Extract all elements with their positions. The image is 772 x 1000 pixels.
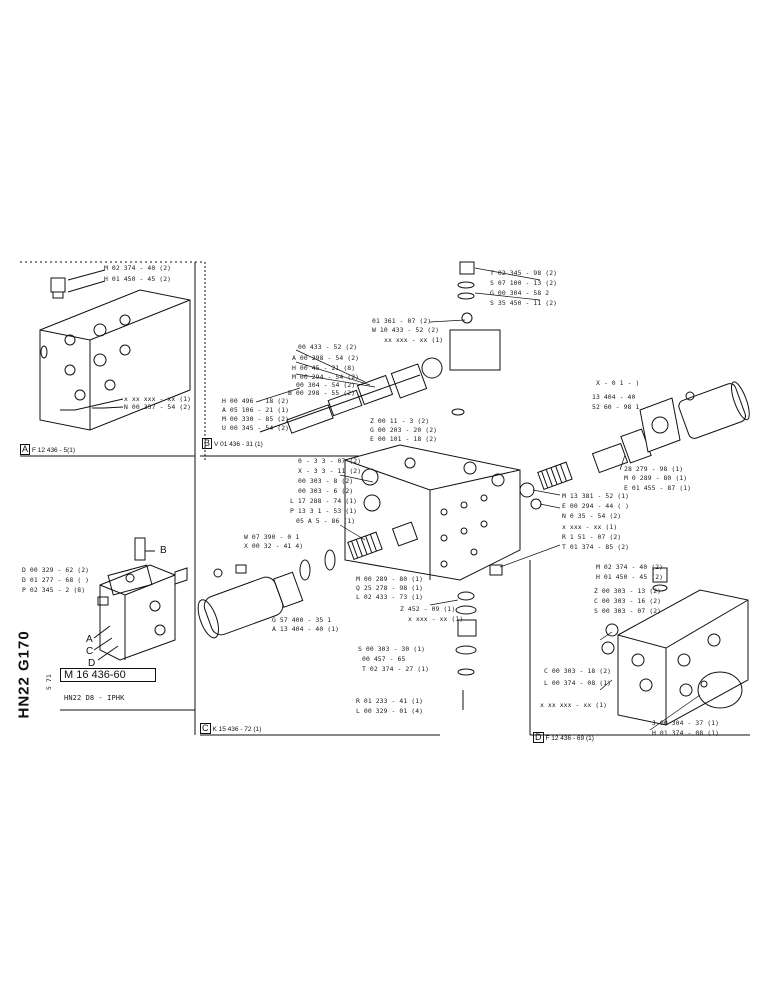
callout: C 00 303 - 18 (2) — [544, 667, 612, 675]
panel-a-block — [39, 269, 191, 431]
callout: X 00 32 - 41 4) — [244, 542, 304, 550]
callout: R 01 233 - 41 (1) — [356, 697, 424, 705]
callout: M 00 294 - 54 (2) — [292, 373, 360, 381]
callout: x xx xxx - xx (1) — [124, 395, 192, 403]
callout: M 00 330 - 85 (2) — [222, 415, 290, 423]
callout: B 00 298 - 55 (2) — [288, 389, 356, 397]
subtitle: HN22 D8 - IPHK — [64, 694, 125, 702]
callout: H 00 496 - 18 (2) — [222, 397, 290, 405]
callout: E 00 294 - 44 ( ) — [562, 502, 630, 510]
callout: T 02 345 - 98 (2) — [490, 269, 558, 277]
callout: M 00 289 - 80 (1) — [356, 575, 424, 583]
callout: S 00 303 - 07 (2) — [594, 607, 662, 615]
callout: L 00 374 - 08 (1) — [544, 679, 612, 687]
callout: G 00 203 - 20 (2) — [370, 426, 438, 434]
panel-c-main-body — [197, 261, 750, 710]
callout: T 01 374 - 85 (2) — [562, 543, 630, 551]
callout: 52 60 - 98 1 — [592, 403, 640, 411]
callout: W 10 433 - 52 (2) — [372, 326, 440, 334]
callout: x xxx - xx (1) — [562, 523, 618, 531]
callout: L 02 433 - 73 (1) — [356, 593, 424, 601]
callout: R 1 51 - 07 (2) — [562, 533, 622, 541]
callout: E 01 455 - 87 (1) — [624, 484, 692, 492]
panel-b-cartridge — [259, 357, 443, 434]
letter-b: B — [160, 545, 167, 556]
callout: N 00 357 - 54 (2) — [124, 403, 192, 411]
callout: G 57 400 - 35 1 — [272, 616, 332, 624]
callout: M 02 374 - 40 (2) — [104, 264, 172, 272]
callout: 00 303 - 8 (2) — [298, 477, 354, 485]
letter-d: D — [88, 658, 96, 669]
callout: S 07 100 - 13 (2) — [490, 279, 558, 287]
callout: Z 00 303 - 13 (2) — [594, 587, 662, 595]
callout: A 05 106 - 21 (1) — [222, 406, 290, 414]
callout: P 13 3 1 - 53 (1) — [290, 507, 358, 515]
callout: N 0 35 - 54 (2) — [562, 512, 622, 520]
callout: A 00 298 - 54 (2) — [292, 354, 360, 362]
callout: D 01 277 - 68 ( ) — [22, 576, 90, 584]
callout: C 00 303 - 16 (2) — [594, 597, 662, 605]
callout: E 00 101 - 18 (2) — [370, 435, 438, 443]
callout: M 0 289 - 80 (1) — [624, 474, 688, 482]
callout: J 00 304 - 37 (1) — [652, 719, 720, 727]
callout: W 07 390 - 0 1 — [244, 533, 300, 541]
callout: Q 25 278 - 98 (1) — [356, 584, 424, 592]
callout: Z 452 - 09 (1) — [400, 605, 456, 613]
callout: H 00 45 - 21 (8) — [292, 364, 356, 372]
callout: P 02 345 - 2 (8) — [22, 586, 86, 594]
callout: x xxx - xx (1) — [408, 615, 464, 623]
callout: H 01 450 - 45 (2) — [596, 573, 664, 581]
panel-d-block — [601, 567, 749, 726]
callout: S 00 303 - 30 (1) — [358, 645, 426, 653]
callout: 00 433 - 52 (2) — [298, 343, 358, 351]
callout: 13 404 - 40 — [592, 393, 636, 401]
part-number-box: M 16 436-60 — [60, 668, 156, 682]
callout: G 00 304 - 58 2 — [490, 289, 550, 297]
callout: A 13 404 - 40 (1) — [272, 625, 340, 633]
callout: 28 279 - 98 (1) — [624, 465, 684, 473]
callout: 01 361 - 07 (2) — [372, 317, 432, 325]
callout: X - 3 3 - 11 (2) — [298, 467, 362, 475]
callout: Z 00 11 - 3 (2) — [370, 417, 430, 425]
letter-a: A — [86, 634, 93, 645]
letter-c: C — [86, 646, 94, 657]
callout: X - 0 1 - ) — [596, 379, 640, 387]
side-code: HN22 G170 — [15, 630, 33, 719]
callout: D 00 329 - 62 (2) — [22, 566, 90, 574]
callout: M 13 381 - 52 (1) — [562, 492, 630, 500]
callout: 05 A 5 - 86 (1) — [296, 517, 356, 525]
callout: M 02 374 - 40 (2) — [596, 563, 664, 571]
callout: H 01 450 - 45 (2) — [104, 275, 172, 283]
callout: S 35 450 - 11 (2) — [490, 299, 558, 307]
detail-assembly — [93, 537, 188, 661]
callout: L 00 329 - 01 (4) — [356, 707, 424, 715]
callout: H 01 374 - 08 (1) — [652, 729, 720, 737]
page-mark: 5 71 — [45, 674, 53, 690]
callout: 00 304 - 54 (2) — [296, 381, 356, 389]
callout: xx xxx - xx (1) — [384, 336, 444, 344]
callout: 0 - 3 3 - 07 (2) — [298, 457, 362, 465]
callout: x xx xxx - xx (1) — [540, 701, 608, 709]
callout: 00 457 - 65 — [362, 655, 406, 663]
callout: L 17 288 - 74 (1) — [290, 497, 358, 505]
callout: 00 303 - 6 (2) — [298, 487, 354, 495]
callout: T 02 374 - 27 (1) — [362, 665, 430, 673]
callout: U 00 345 - 54 (2) — [222, 424, 290, 432]
